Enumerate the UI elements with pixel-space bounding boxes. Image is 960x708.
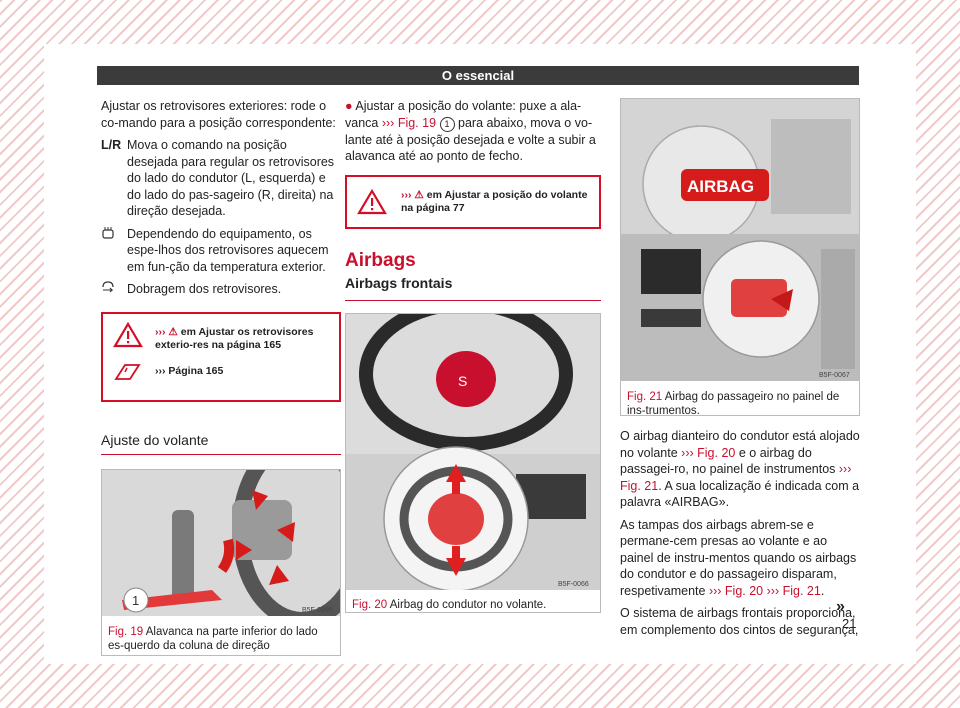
note-ref-text[interactable]: Página 165 [168,365,224,377]
warning-box: ››› ⚠ em Ajustar os retrovisores exterio… [101,311,341,402]
paragraph: As tampas dos airbags abrem-se e permane… [620,517,857,598]
figure-19: 1 B5F-0395 Fig. 19 Alavanca na parte inf… [101,432,372,659]
ref-arrows: ››› ⚠ [155,325,178,338]
list-item-text: Dependendo do equipamento, os espe-lhos … [127,226,329,274]
column-2: ● Ajustar a posição do volante: puxe a a… [345,98,601,613]
mirror-intro: Ajustar os retrovisores exteriores: rode… [101,99,336,130]
note-book-icon [114,363,141,380]
figure-21: AIRBAG B5F-0067 Fig. 21 Airbag do passag… [620,98,860,417]
airbags-heading: Airbags [345,249,416,271]
warning-ref-text[interactable]: em Ajustar a posição do volante na págin… [401,188,588,214]
figure-label: Fig. 20 [352,599,388,611]
figure-code: B5F-0067 [819,372,850,379]
figure-ref-link[interactable]: ››› Fig. 19 [381,115,437,130]
figure-label: Fig. 21 [627,390,663,403]
figure-code: B5F-0395 [302,607,333,614]
callout-number: 1 [132,593,139,608]
figure-caption: Fig. 20 Airbag do condutor no volante. [346,594,600,618]
warning-ref-text[interactable]: em Ajustar os retrovisores exterio-res n… [155,325,314,351]
list-item: L/R Mova o comando na posição desejada p… [101,137,341,220]
figure-ref-link[interactable]: ››› Fig. 21 [766,583,821,598]
warning-triangle-icon [113,321,143,347]
column-3: AIRBAG B5F-0067 Fig. 21 Airbag do passag… [620,98,860,644]
steering-lever-illustration: 1 B5F-0395 [102,432,372,628]
caption-text: Alavanca na parte inferior do lado es-qu… [108,625,318,652]
figure-ref-link[interactable]: ››› Fig. 20 [708,583,764,598]
caption-text: Airbag do passageiro no painel de ins-tr… [627,390,840,417]
list-item: Dependendo do equipamento, os espe-lhos … [101,226,341,276]
caption-text: Airbag do condutor no volante. [389,599,547,611]
warning-triangle-icon [357,188,387,214]
continue-mark: » [836,598,845,615]
warning-box: ››› ⚠ em Ajustar a posição do volante na… [345,174,601,229]
figure-20: S B5F-0066 Fig. 20 Airbag do condutor no… [345,296,601,613]
figure-caption: Fig. 19 Alavanca na parte inferior do la… [102,621,340,659]
paragraph: O airbag dianteiro do condutor está aloj… [620,429,860,509]
driver-airbag-illustration: S B5F-0066 [346,296,600,592]
page-number: 21 [842,616,857,631]
paragraph: O sistema de airbags frontais proporcion… [620,606,859,637]
passenger-airbag-illustration: AIRBAG B5F-0067 [621,99,859,381]
ref-arrows: ››› [155,365,166,377]
page-header: O essencial [97,66,859,85]
subsection-title: Airbags frontais [345,275,601,301]
heated-mirror-icon [101,226,127,276]
column-1: Ajustar os retrovisores exteriores: rode… [101,98,372,659]
airbag-label: AIRBAG [687,177,754,196]
figure-label: Fig. 19 [108,625,144,638]
list-item: Dobragem dos retrovisores. [101,281,341,298]
bullet-paragraph: ● Ajustar a posição do volante: puxe a a… [345,99,596,163]
figure-ref-link[interactable]: ››› Fig. 21 [620,462,852,493]
section-title: Ajuste do volante [101,432,341,455]
callout-badge: 1 [439,116,455,132]
svg-text:S: S [458,373,467,389]
list-item-text: Dobragem dos retrovisores. [127,282,282,296]
fold-mirror-icon [101,281,127,298]
list-item-text: Mova o comando na posição desejada para … [127,138,335,218]
figure-ref-link[interactable]: ››› Fig. 20 [681,445,736,460]
figure-caption: Fig. 21 Airbag do passageiro no painel d… [621,386,859,424]
figure-code: B5F-0066 [558,581,589,588]
lr-key: L/R [101,138,122,152]
